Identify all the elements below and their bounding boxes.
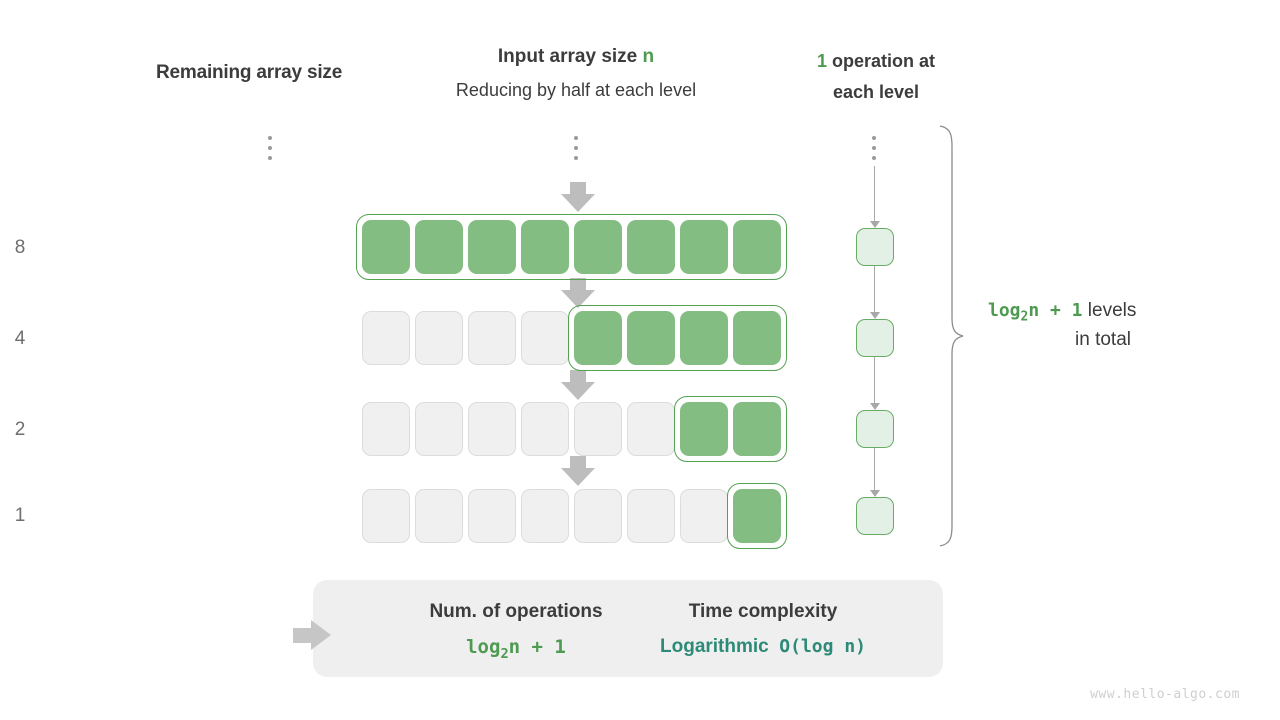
ellipsis-size-column [268,136,272,160]
reduce-arrow-1 [561,182,595,212]
array-cell-active [733,402,781,456]
array-cell-empty [415,402,463,456]
size-label-level-4: 1 [14,505,26,526]
summary-complexity-column: Time complexity Logarithmic O(log n) [598,601,928,658]
reduce-arrow-3 [561,370,595,400]
array-cell-empty [468,311,516,365]
size-label-level-2: 4 [14,328,26,349]
array-cell-empty [415,311,463,365]
header-remaining-array-size: Remaining array size [156,62,343,83]
array-cell-empty [521,489,569,543]
header-operation-count: 1 [816,51,827,71]
operation-flow-arrow [869,357,880,410]
array-cell-active [733,220,781,274]
array-cell-empty [468,489,516,543]
array-cell-active [627,311,675,365]
array-cell-active [733,311,781,365]
summary-panel: Num. of operations log2n + 1 Time comple… [313,580,943,677]
levels-text: levels [1082,300,1137,321]
summary-operations-column: Num. of operations log2n + 1 [341,601,691,662]
array-cell-empty [362,402,410,456]
levels-brace [939,125,964,547]
reduce-arrow-2 [561,278,595,308]
levels-text-line2: in total [1075,328,1131,350]
operation-box [856,228,894,266]
ellipsis-operations-column [872,136,876,160]
header-input-array-size: Input array size n [420,46,732,68]
header-operation-text-line1: operation at [827,51,936,71]
size-label-level-1: 8 [14,237,26,258]
array-cell-active [415,220,463,274]
header-operation-text-line2: each level [832,82,920,102]
operation-box [856,319,894,357]
array-cell-active [680,311,728,365]
summary-operations-title: Num. of operations [429,601,603,622]
levels-formula: log2n + 1 [988,300,1083,325]
summary-operations-value: log2n + 1 [466,636,566,662]
array-cell-active [521,220,569,274]
header-reducing-subtitle: Reducing by half at each level [455,80,697,100]
array-cell-empty [627,402,675,456]
array-cell-active [362,220,410,274]
ellipsis-array-column [574,136,578,160]
array-cell-empty [415,489,463,543]
operation-flow-arrow [869,266,880,319]
array-cell-empty [627,489,675,543]
operation-flow-arrow [869,166,880,228]
watermark: www.hello-algo.com [1090,687,1240,702]
summary-complexity-value: Logarithmic O(log n) [660,636,866,657]
array-cell-empty [521,402,569,456]
size-label-level-3: 2 [14,419,26,440]
array-cell-empty [574,489,622,543]
operation-box [856,497,894,535]
operation-box [856,410,894,448]
array-cell-empty [468,402,516,456]
array-cell-active [680,220,728,274]
header-operations-per-level: 1 operation at each level [790,46,962,108]
array-cell-active [468,220,516,274]
header-input-array-size-text: Input array size [497,46,643,67]
summary-complexity-title: Time complexity [688,601,838,622]
array-cell-empty [521,311,569,365]
reduce-arrow-4 [561,456,595,486]
array-cell-active [733,489,781,543]
array-cell-active [574,220,622,274]
array-cell-active [627,220,675,274]
header-variable-n: n [642,46,655,67]
array-cell-empty [680,489,728,543]
array-cell-empty [362,489,410,543]
levels-annotation: log2n + 1 levels in total [988,300,1218,351]
summary-implies-arrow [293,620,337,650]
array-cell-empty [362,311,410,365]
operation-flow-arrow [869,448,880,497]
array-cell-empty [574,402,622,456]
array-cell-active [574,311,622,365]
array-cell-active [680,402,728,456]
